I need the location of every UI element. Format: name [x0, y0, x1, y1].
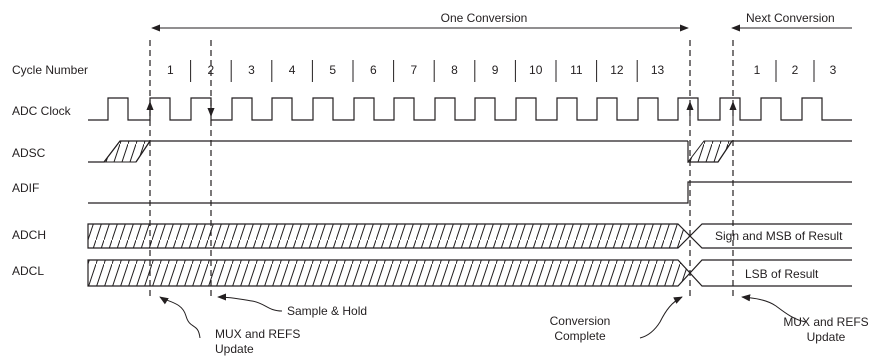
cycle-number-8: 8	[451, 63, 458, 77]
row-label-adch: ADCH	[12, 228, 46, 242]
next-mux-update-label-line2: Update	[807, 330, 846, 344]
adcl-bus	[87, 259, 852, 287]
mux-update-label-line2: Update	[215, 342, 254, 356]
adc-clock-waveform	[88, 97, 852, 121]
row-label-adif: ADIF	[12, 181, 39, 195]
cycle-number-9: 9	[492, 63, 499, 77]
next-cycle-number-1: 1	[754, 63, 761, 77]
row-label-adcl: ADCL	[12, 264, 44, 278]
conversion-complete-label: Conversion	[550, 314, 611, 328]
adch-result-label: Sign and MSB of Result	[715, 229, 843, 243]
adif-waveform	[88, 181, 852, 204]
conversion-complete-pointer	[639, 296, 683, 339]
row-label-cycle-number: Cycle Number	[12, 63, 88, 77]
one-conversion-label: One Conversion	[441, 11, 528, 25]
next-conversion-label: Next Conversion	[746, 11, 835, 25]
cycle-number-1: 1	[167, 63, 174, 77]
row-label-adc-clock: ADC Clock	[12, 104, 72, 118]
cycle-number-6: 6	[370, 63, 377, 77]
cycle-number-5: 5	[329, 63, 336, 77]
cycle-number-11: 11	[570, 63, 583, 77]
row-label-adsc: ADSC	[12, 146, 46, 160]
next-cycle-number-3: 3	[830, 63, 837, 77]
cycle-number-12: 12	[610, 63, 624, 77]
next-mux-update-pointer	[741, 294, 807, 323]
cycle-number-3: 3	[248, 63, 255, 77]
mux-update-label: MUX and REFS	[215, 327, 300, 341]
cycle-number-7: 7	[411, 63, 418, 77]
sample-hold-pointer	[217, 293, 283, 312]
conversion-complete-label-line2: Complete	[554, 329, 606, 343]
adsc-waveform	[88, 140, 852, 163]
adch-bus	[87, 223, 852, 249]
cycle-number-10: 10	[529, 63, 543, 77]
cycle-number-4: 4	[289, 63, 296, 77]
sample-hold-label: Sample & Hold	[287, 304, 367, 318]
next-cycle-number-2: 2	[792, 63, 799, 77]
mux-update-pointer	[159, 296, 201, 339]
next-mux-update-label: MUX and REFS	[783, 315, 868, 329]
cycle-number-13: 13	[651, 63, 665, 77]
adcl-result-label: LSB of Result	[745, 267, 819, 281]
